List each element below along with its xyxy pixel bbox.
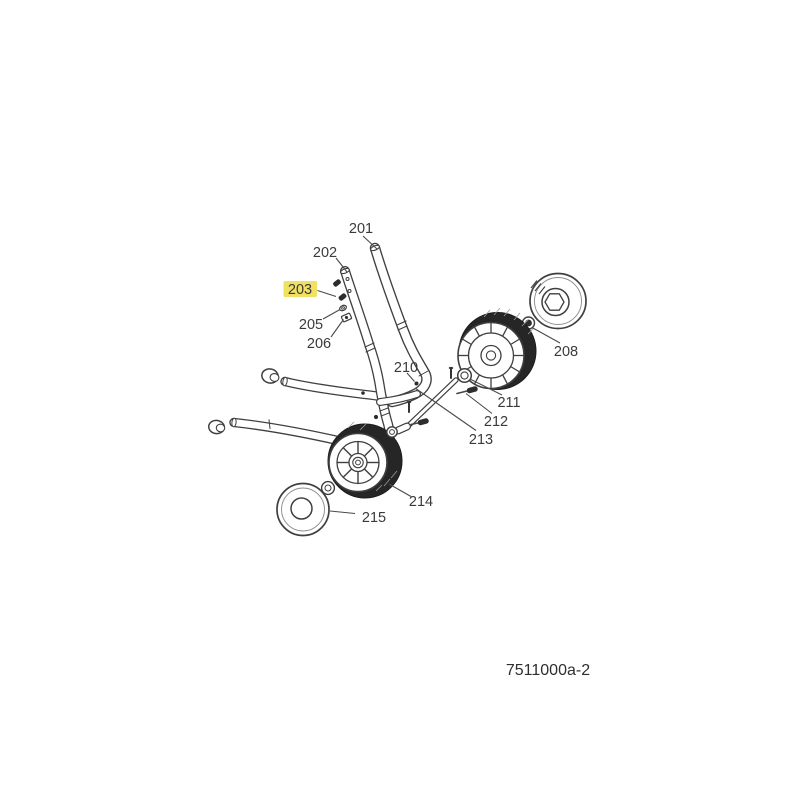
part-label-208[interactable]: 208 xyxy=(554,344,578,360)
screw-203-b xyxy=(338,293,347,301)
part-label-215[interactable]: 215 xyxy=(362,510,386,526)
tube-hole xyxy=(345,277,350,281)
part-label-213[interactable]: 213 xyxy=(469,432,493,448)
tube-mount-hole xyxy=(373,414,379,420)
washer-205 xyxy=(339,304,347,312)
part-label-212[interactable]: 212 xyxy=(484,414,508,430)
handlebar-tube-202 xyxy=(340,266,396,439)
frame-mount-hole xyxy=(414,381,419,386)
part-label-203[interactable]: 203 xyxy=(288,282,312,298)
bolt-212-upper xyxy=(456,386,478,395)
upper-handle-tube xyxy=(280,376,387,402)
part-label-202[interactable]: 202 xyxy=(313,245,337,261)
hubcap-hatch-marks xyxy=(530,280,546,295)
part-label-210[interactable]: 210 xyxy=(394,360,418,376)
part-label-214[interactable]: 214 xyxy=(409,494,433,510)
wheel-spokes xyxy=(337,441,379,484)
pin-upper xyxy=(448,366,454,379)
bolt-212-lower xyxy=(410,418,429,426)
part-label-206[interactable]: 206 xyxy=(307,336,331,352)
lower-handle-grip xyxy=(207,419,226,435)
handle-mount-hole xyxy=(361,391,365,395)
ring-211 xyxy=(456,367,473,384)
upper-handle-grip xyxy=(261,368,280,384)
drawing-code: 7511000a-2 xyxy=(506,662,590,679)
leader-lines xyxy=(317,235,561,515)
clip-206 xyxy=(340,312,353,323)
screw-203-a xyxy=(333,279,341,287)
hubcap-215 xyxy=(276,482,330,537)
wheel-right xyxy=(457,307,537,390)
pin-lower xyxy=(406,400,412,413)
part-label-205[interactable]: 205 xyxy=(299,317,323,333)
hubcap-right xyxy=(529,272,587,330)
axle-assembly xyxy=(386,366,478,438)
wheel-214 xyxy=(327,421,403,499)
wheel-bushing-left xyxy=(320,480,336,496)
tube-hole xyxy=(347,289,352,293)
part-label-201[interactable]: 201 xyxy=(349,221,373,237)
frame-loop-210 xyxy=(376,390,421,406)
part-label-211[interactable]: 211 xyxy=(497,395,520,411)
part-203-highlight xyxy=(283,281,317,297)
